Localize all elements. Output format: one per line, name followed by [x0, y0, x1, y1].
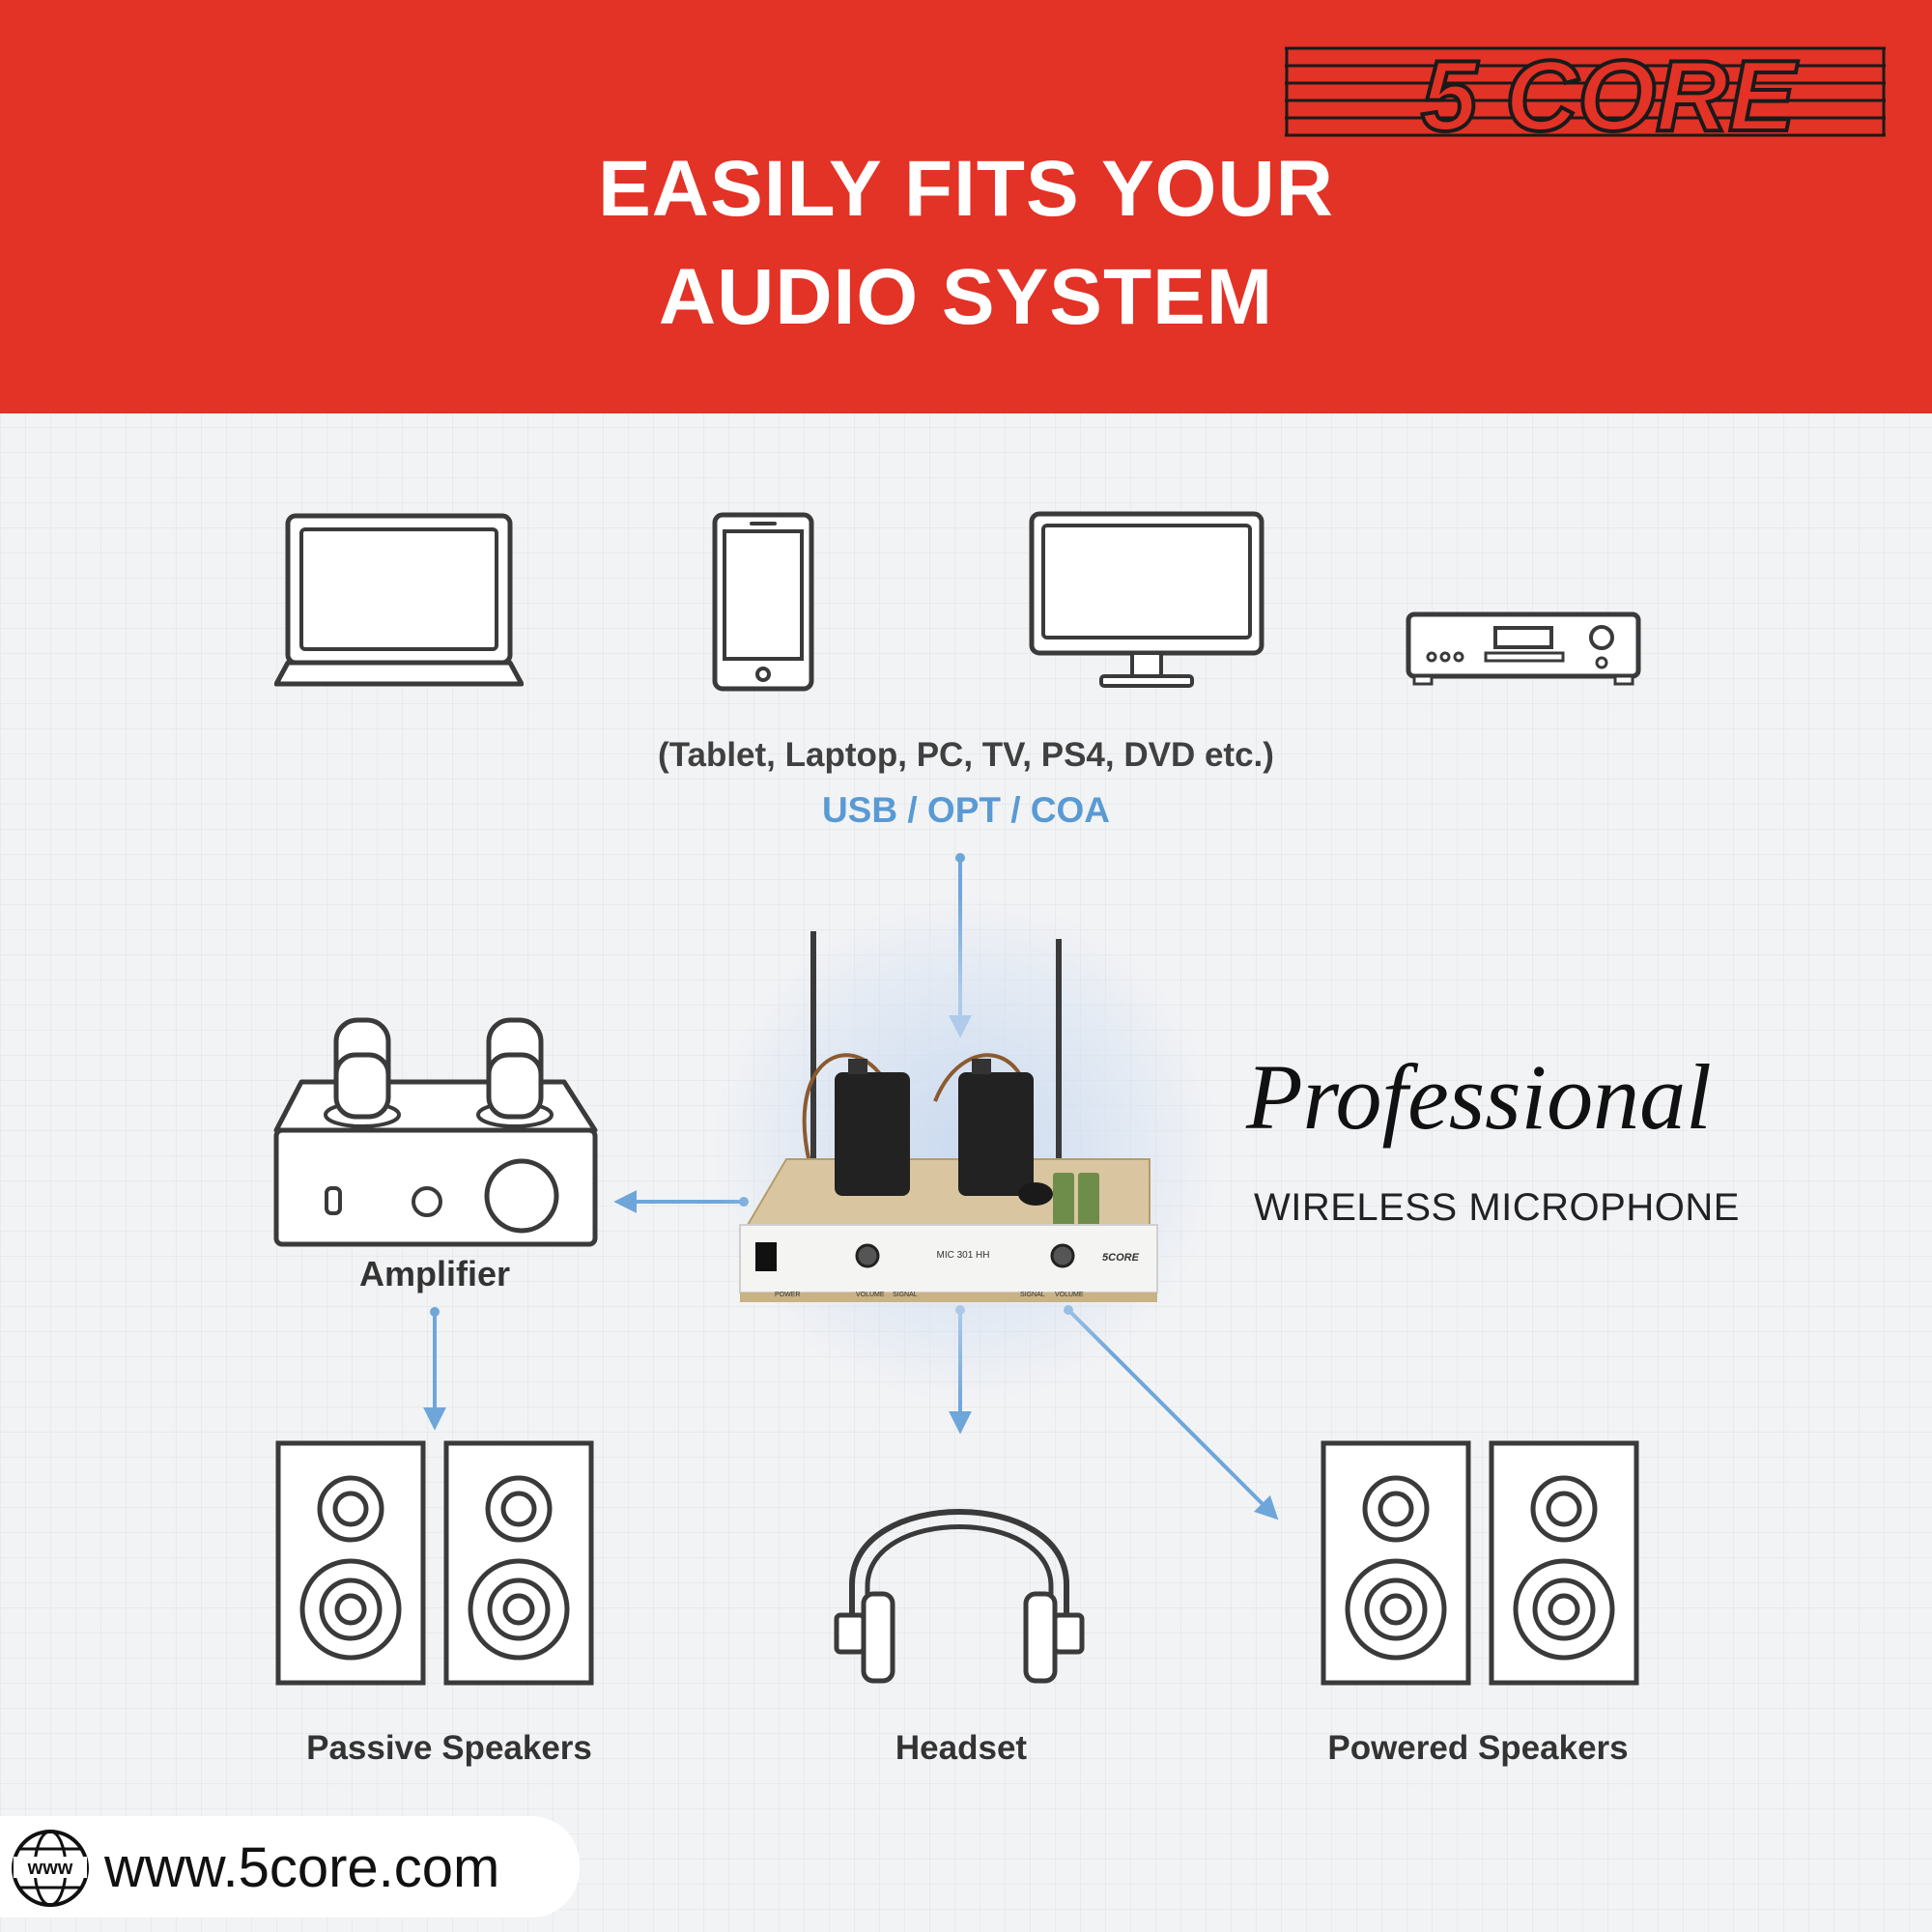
sources-caption: (Tablet, Laptop, PC, TV, PS4, DVD etc.): [658, 736, 1274, 774]
receiver-panel-labels: POWER VOLUME SIGNAL SIGNAL VOLUME: [744, 1292, 1169, 1303]
headset-label: Headset: [895, 1729, 1028, 1767]
headline-line-2: AUDIO SYSTEM: [658, 253, 1274, 341]
receiver-volume-label-1: VOLUME: [856, 1292, 885, 1298]
headphones-icon: [834, 1509, 1085, 1684]
receiver-signal-label-1: SIGNAL: [893, 1292, 918, 1298]
amplifier-icon: [273, 1017, 598, 1247]
product-title: Professional: [1246, 1045, 1712, 1149]
brand-logo: 5 CORE: [1285, 41, 1886, 141]
globe-label: www: [27, 1858, 73, 1879]
header-banner: [0, 0, 1932, 413]
receiver-volume-label-2: VOLUME: [1055, 1292, 1084, 1298]
footer-pill: [0, 1816, 580, 1918]
passive-speakers-icon: [275, 1440, 594, 1686]
globe-icon: www: [12, 1830, 89, 1907]
dvd-player-icon: [1406, 611, 1641, 686]
headline-line-1: EASILY FITS YOUR: [598, 145, 1334, 233]
svg-text:5 CORE: 5 CORE: [1421, 41, 1798, 141]
headline: EASILY FITS YOUR AUDIO SYSTEM: [0, 135, 1932, 352]
interface-caption: USB / OPT / COA: [821, 790, 1111, 830]
amplifier-label: Amplifier: [358, 1254, 511, 1293]
product-subtitle: WIRELESS MICROPHONE: [1254, 1186, 1740, 1229]
passive-speakers-label: Passive Speakers: [306, 1729, 592, 1767]
monitor-icon: [1029, 511, 1264, 688]
powered-speakers-icon: [1321, 1440, 1639, 1686]
wireless-microphone-receiver: [739, 931, 1158, 1302]
receiver-signal-label-2: SIGNAL: [1020, 1292, 1045, 1298]
powered-speakers-label: Powered Speakers: [1327, 1729, 1629, 1767]
laptop-icon: [274, 513, 524, 687]
smartphone-icon: [712, 512, 814, 692]
receiver-power-label: POWER: [775, 1292, 801, 1298]
receiver-brand-label: 5CORE: [1102, 1252, 1139, 1264]
receiver-model-label: MIC 301 HH: [936, 1250, 990, 1261]
website-link[interactable]: www.5core.com: [104, 1836, 500, 1899]
